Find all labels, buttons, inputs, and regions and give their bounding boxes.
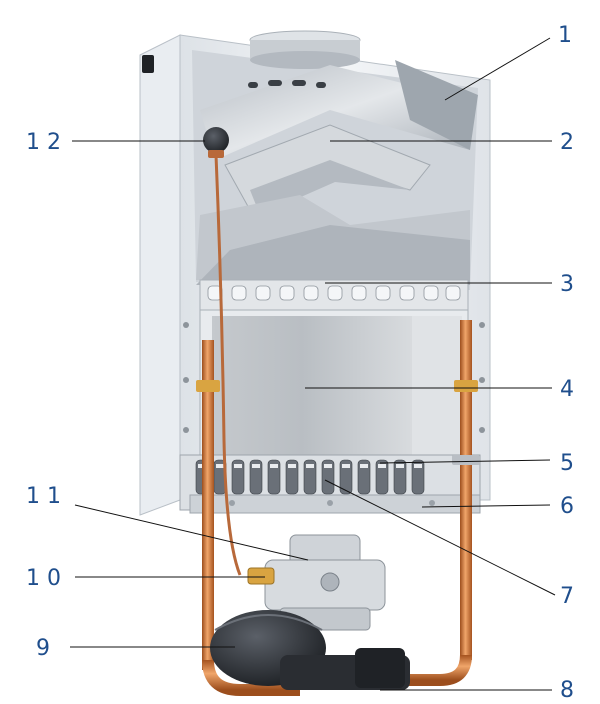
callout-11: 1 1 [26, 484, 61, 509]
hook-icon [142, 55, 154, 73]
callout-5: 5 [560, 451, 574, 476]
callout-8: 8 [560, 678, 574, 703]
pump-housing [210, 610, 410, 690]
callout-9: 9 [36, 636, 50, 661]
callout-6: 6 [560, 494, 574, 519]
flue-hood [200, 60, 478, 160]
copper-pipes [196, 154, 480, 696]
callout-1: 1 [558, 23, 572, 48]
callout-2: 2 [560, 130, 574, 155]
overheat-thermostat [203, 127, 229, 158]
flue-spigot [249, 30, 361, 69]
callout-4: 4 [560, 377, 574, 402]
callout-3: 3 [560, 272, 574, 297]
leader-1 [444, 37, 551, 101]
callout-labels: 1 2 3 4 5 6 7 8 9 1 0 1 1 1 2 [26, 23, 574, 703]
callout-12: 1 2 [26, 130, 61, 155]
leader-7 [324, 479, 556, 596]
callout-7: 7 [560, 584, 574, 609]
callout-10: 1 0 [26, 566, 61, 591]
gas-valve [247, 534, 386, 631]
leader-11 [74, 504, 309, 561]
diverter-baffle [196, 124, 470, 285]
leader-5 [379, 459, 551, 464]
heat-exchanger [199, 279, 469, 311]
leader-6 [421, 504, 551, 508]
combustion-chamber [183, 309, 485, 461]
leader-lines [70, 37, 556, 691]
